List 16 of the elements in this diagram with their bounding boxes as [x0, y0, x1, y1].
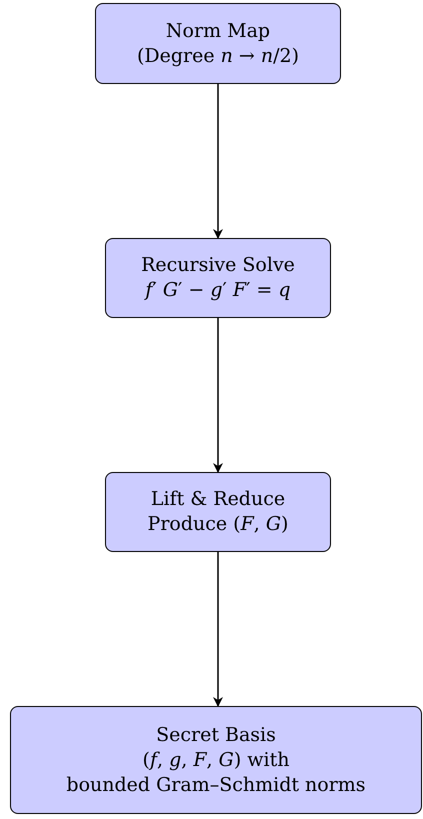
arrow [213, 318, 223, 473]
box-text: bounded Gram–Schmidt norms [66, 772, 366, 798]
box-text: (f, g, F, G) with [142, 748, 290, 772]
process-box [105, 238, 331, 318]
process-box [95, 3, 341, 84]
box-text: Lift & Reduce [150, 487, 286, 512]
box-text: Norm Map [166, 18, 270, 44]
box-text: Recursive Solve [141, 253, 295, 278]
box-text: (Degree n → n/2) [136, 44, 300, 68]
box-text: f′ G′ − g′ F′ = q [145, 278, 291, 303]
arrow [213, 552, 223, 707]
process-box [10, 706, 422, 814]
box-text: Secret Basis [156, 722, 276, 748]
arrow [213, 84, 223, 239]
box-text: Produce (F, G) [148, 512, 288, 537]
process-box [105, 472, 331, 552]
